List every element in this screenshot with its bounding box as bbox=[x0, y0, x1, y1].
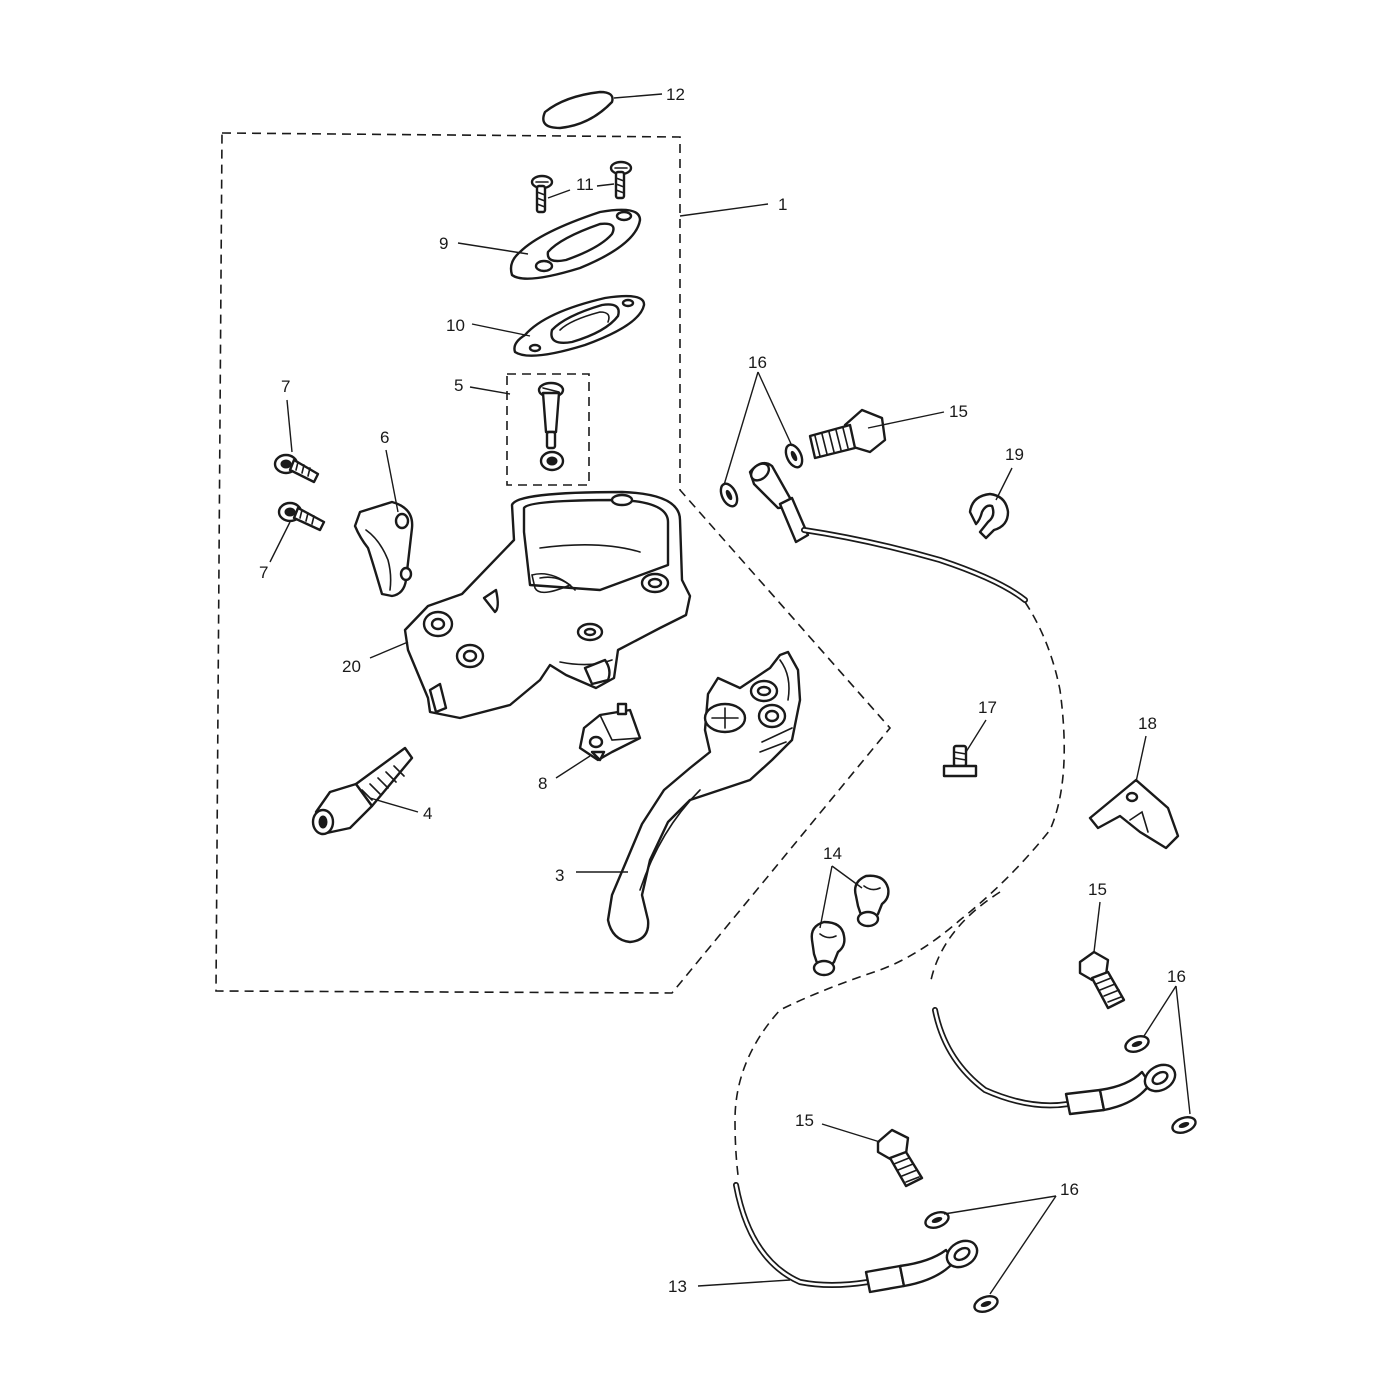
callout-13: 13 bbox=[668, 1277, 687, 1296]
part-7-clamp-bolt-upper bbox=[273, 453, 320, 484]
part-10-diaphragm bbox=[513, 294, 646, 357]
callout-3: 3 bbox=[555, 866, 564, 885]
callout-18: 18 bbox=[1138, 714, 1157, 733]
callout-6: 6 bbox=[380, 428, 389, 447]
part-4-piston bbox=[311, 746, 414, 836]
part-14-p-clip-upper bbox=[853, 874, 890, 928]
hose-upper bbox=[734, 461, 1066, 1176]
callout-16-upper: 16 bbox=[748, 353, 767, 372]
part-11-screw-left bbox=[530, 174, 554, 214]
assembly-boundary bbox=[215, 132, 892, 994]
part-15-banjo-bolt-lower bbox=[876, 1128, 924, 1188]
callout-16-lower: 16 bbox=[1060, 1180, 1079, 1199]
callout-14: 14 bbox=[823, 844, 842, 863]
part-5-group-box bbox=[506, 373, 590, 486]
callout-7-upper: 7 bbox=[281, 377, 290, 396]
hose-right bbox=[929, 891, 1177, 1116]
part-15-banjo-bolt-right bbox=[1078, 950, 1126, 1010]
callout-8: 8 bbox=[538, 774, 547, 793]
part-15-banjo-bolt-upper bbox=[808, 408, 887, 460]
part-11-screw-right bbox=[609, 160, 633, 200]
part-6-clamp bbox=[353, 500, 414, 598]
part-16-washer bbox=[719, 443, 1197, 1313]
callout-15-lower: 15 bbox=[795, 1111, 814, 1130]
part-17-bolt bbox=[942, 744, 978, 778]
callout-15-right: 15 bbox=[1088, 880, 1107, 899]
part-7-clamp-bolt-lower bbox=[277, 501, 326, 532]
callout-16-right: 16 bbox=[1167, 967, 1186, 986]
part-18-bracket bbox=[1088, 778, 1180, 850]
part-9-cap-plate bbox=[509, 208, 642, 280]
part-3-lever bbox=[606, 650, 802, 944]
callout-12: 12 bbox=[666, 85, 685, 104]
part-13-hose-lower bbox=[733, 1182, 979, 1294]
part-5-pivot-bolt bbox=[537, 381, 565, 472]
part-8-switch bbox=[578, 702, 642, 762]
callout-10: 10 bbox=[446, 316, 465, 335]
callout-19: 19 bbox=[1005, 445, 1024, 464]
part-14-p-clip-lower bbox=[810, 920, 846, 977]
callout-1: 1 bbox=[778, 195, 787, 214]
part-20-master-cylinder-body bbox=[403, 490, 692, 720]
callout-labels: 1 3 4 5 6 7 7 8 9 10 11 12 13 14 15 15 1… bbox=[259, 85, 1186, 1296]
callout-17: 17 bbox=[978, 698, 997, 717]
callout-4: 4 bbox=[423, 804, 432, 823]
callout-5: 5 bbox=[454, 376, 463, 395]
callout-9: 9 bbox=[439, 234, 448, 253]
callout-15-upper: 15 bbox=[949, 402, 968, 421]
part-12-cover-pad bbox=[542, 90, 614, 130]
callout-7-lower: 7 bbox=[259, 563, 268, 582]
callout-20: 20 bbox=[342, 657, 361, 676]
leader-lines bbox=[269, 93, 1191, 1295]
callout-11: 11 bbox=[576, 175, 594, 194]
part-19-hose-clip bbox=[968, 492, 1010, 540]
